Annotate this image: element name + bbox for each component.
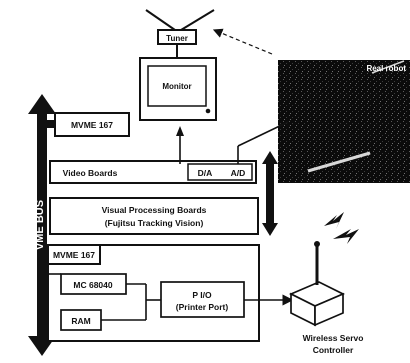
ram-label: RAM bbox=[71, 316, 90, 326]
antenna-right bbox=[181, 10, 214, 30]
mvme167-bottom-label: MVME 167 bbox=[53, 250, 95, 260]
mvme167-top-connector bbox=[47, 120, 55, 128]
mvme167-bottom-assembly: MVME 167 MC 68040 RAM P I/O (Printer Por… bbox=[48, 245, 259, 341]
wireless-label-2: Controller bbox=[313, 345, 354, 355]
tuner-group: Tuner bbox=[146, 10, 214, 58]
mvme167-top-label: MVME 167 bbox=[71, 120, 113, 130]
video-boards: Video Boards D/A A/D bbox=[50, 161, 256, 183]
monitor-label: Monitor bbox=[162, 82, 191, 91]
monitor-knob bbox=[206, 109, 211, 114]
pio-label-2: (Printer Port) bbox=[176, 302, 229, 312]
wireless-controller-group: Wireless Servo Controller bbox=[244, 212, 363, 355]
da-label: D/A bbox=[198, 168, 213, 178]
view-arrow bbox=[214, 30, 272, 54]
mvme167-top: MVME 167 bbox=[47, 113, 129, 136]
vme-bus-label: VME BUS bbox=[34, 200, 46, 250]
visual-processing-boards: Visual Processing Boards (Fujitsu Tracki… bbox=[50, 198, 258, 234]
real-robot-photo-bg bbox=[278, 60, 410, 183]
real-robot-label: Real robot bbox=[366, 64, 406, 73]
wireless-label-1: Wireless Servo bbox=[303, 333, 364, 343]
visual-processing-box bbox=[50, 198, 258, 234]
tuner-label: Tuner bbox=[166, 34, 188, 43]
monitor-arrowhead bbox=[176, 126, 184, 136]
mc68040-label: MC 68040 bbox=[73, 280, 112, 290]
wireless-signal-1 bbox=[324, 212, 344, 229]
visual-processing-label-2: (Fujitsu Tracking Vision) bbox=[105, 218, 204, 228]
monitor-group: Monitor bbox=[140, 58, 216, 120]
video-boards-label: Video Boards bbox=[63, 168, 118, 178]
controller-antenna-tip bbox=[314, 241, 320, 247]
pio-label-1: P I/O bbox=[192, 290, 212, 300]
wireless-signal-2 bbox=[333, 229, 359, 244]
ad-label: A/D bbox=[231, 168, 246, 178]
video-processing-link bbox=[262, 151, 278, 236]
double-arrow-right bbox=[262, 151, 278, 236]
visual-processing-label-1: Visual Processing Boards bbox=[102, 205, 207, 215]
real-robot-photo: Real robot bbox=[278, 60, 410, 183]
antenna-left bbox=[146, 10, 175, 30]
